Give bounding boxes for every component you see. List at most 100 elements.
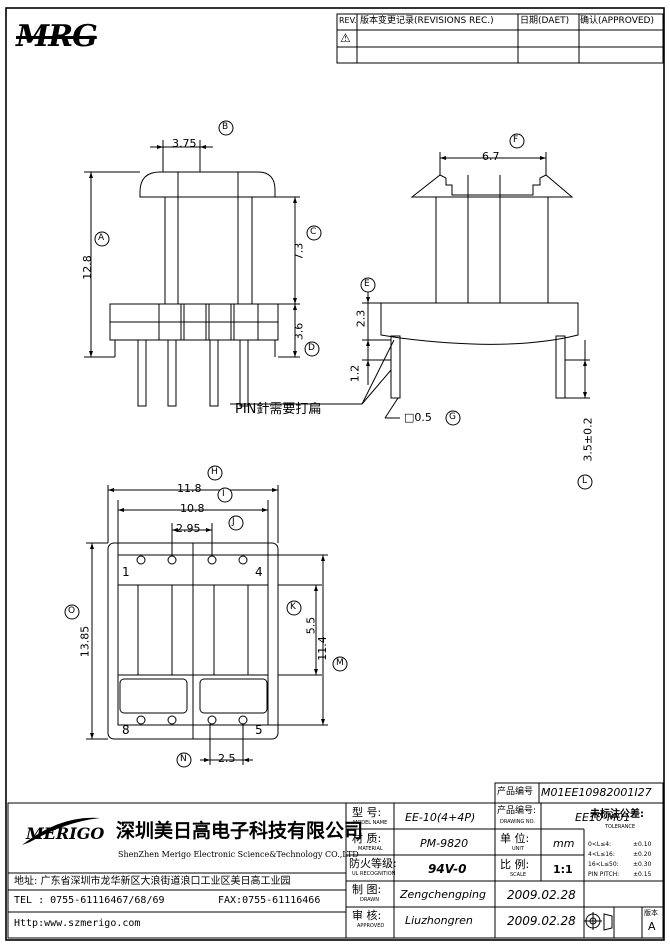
tolerance-label: 未标注公差: [590, 809, 644, 820]
company-name-cn: 深圳美日高电子科技有限公司 [116, 820, 364, 842]
side-view [230, 152, 590, 419]
dim-j-value: 2.95 [176, 522, 201, 535]
tolerance-row-4-range: PIN PITCH: [588, 871, 620, 878]
unit-label-en: UNIT [512, 846, 524, 852]
drawing-no: EE10-M01 [575, 811, 631, 824]
tolerance-row-2-range: 4<L≤16: [588, 851, 615, 858]
unit-label: 单 位: [500, 832, 530, 845]
dim-n-letter: N [180, 754, 187, 764]
dim-g-letter: G [449, 412, 456, 422]
dim-k-value: 5.5 [304, 616, 318, 635]
version-label: 版本 [644, 909, 658, 917]
product-code-label: 产品编号 [497, 787, 534, 797]
approved-label-en: APPROVED [357, 923, 385, 929]
dim-l-letter: L [582, 476, 588, 486]
material-label: 材 质: [352, 832, 382, 845]
scale-value: 1:1 [553, 863, 573, 876]
pin-8-label: 8 [122, 723, 130, 737]
mrg-logo: MRG [16, 19, 98, 54]
title-block-lines [7, 782, 664, 939]
drawn-by: Zengchengping [400, 888, 486, 901]
dim-m-value: 11.4 [315, 636, 329, 661]
revision-record-header: 版本变更记录(REVISIONS REC.) [360, 16, 494, 26]
approved-by: Liuzhongren [405, 914, 473, 927]
tolerance-label-en: TOLERANCE [605, 824, 636, 830]
scale-label-en: SCALE [510, 872, 527, 878]
company-website: Http:www.szmerigo.com [14, 918, 141, 929]
tolerance-row-1-range: 0<L≤4: [588, 841, 612, 848]
dim-a-value: 12.8 [80, 255, 94, 280]
pin-1-label: 1 [122, 565, 130, 579]
company-fax: FAX:0755-61116466 [218, 895, 321, 906]
front-view [84, 140, 300, 407]
company-logo: MERIGO [26, 824, 105, 843]
dim-o-letter: O [68, 606, 76, 616]
material-label-en: MATERIAL [358, 846, 383, 852]
bottom-view-arrows [90, 488, 325, 762]
dim-d-value: 3.6 [292, 322, 306, 341]
tolerance-row-3-range: 16<L≤50: [588, 861, 619, 868]
drawing-no-label: 产品编号: [497, 806, 537, 816]
dim-e-value: 2.3 [354, 309, 368, 328]
dim-g-value: □0.5 [404, 411, 432, 424]
dim-e-letter: E [364, 279, 370, 289]
dim-f-letter: F [513, 135, 519, 145]
tolerance-row-2-value: ±0.20 [633, 851, 652, 858]
rev-header: REV. [339, 16, 357, 25]
tolerance-row-4-value: ±0.15 [633, 871, 652, 878]
approved-label: 审 核: [352, 909, 382, 922]
dim-i-value: 10.8 [180, 502, 205, 515]
dim-j-letter: J [232, 517, 235, 527]
company-name-en: ShenZhen Merigo Electronic Science&Techn… [118, 850, 359, 859]
dim-i-letter: I [222, 489, 225, 499]
dim-b-value: 3.75 [172, 137, 197, 150]
side-view-arrows [366, 156, 587, 398]
product-code: M01EE10982001I27 [541, 786, 652, 799]
drawing-no-label-en: DRAWING NO. [500, 819, 535, 825]
tolerance-row-1-value: ±0.10 [633, 841, 652, 848]
version-value: A [648, 920, 656, 933]
dim-a-letter: A [98, 233, 105, 243]
date-header: 日期(DAET) [520, 16, 570, 26]
dim-l-value: 3.5±0.2 [581, 417, 595, 462]
dim-h-letter: H [211, 467, 218, 477]
revision-table [336, 13, 664, 64]
dim-c-letter: C [310, 227, 317, 237]
sheet-border [5, 7, 665, 941]
scale-label: 比 例: [500, 858, 530, 871]
material-value: PM-9820 [420, 837, 469, 850]
approved-date: 2009.02.28 [507, 914, 576, 928]
rev-warning-icon: ⚠ [340, 31, 351, 45]
drawn-date: 2009.02.28 [507, 888, 576, 902]
company-tel: TEL : 0755-61116467/68/69 [14, 895, 165, 906]
front-view-arrows [89, 145, 297, 357]
tolerance-row-3-value: ±0.30 [633, 861, 652, 868]
dim-b-letter: B [222, 122, 229, 132]
dim-o-value: 13.85 [78, 625, 92, 658]
ul-label-en: UL RECOGNITION [352, 871, 396, 877]
dim-e2-value: 1.2 [348, 364, 362, 383]
pin-4-label: 4 [255, 565, 263, 579]
drawn-label: 制 图: [352, 883, 382, 896]
model-label-en: MODEL NAME [353, 820, 388, 826]
dim-n-value: 2.5 [218, 752, 236, 765]
bottom-view [86, 485, 328, 765]
model-label: 型 号: [352, 806, 382, 819]
dim-d-letter: D [308, 343, 315, 353]
drawn-label-en: DRAWN [360, 897, 379, 903]
dim-k-letter: K [290, 602, 296, 612]
pin-5-label: 5 [255, 723, 263, 737]
dim-h-value: 11.8 [177, 482, 202, 495]
dimension-letter-circles [64, 120, 593, 768]
dim-m-letter: M [336, 658, 344, 668]
unit-value: mm [553, 837, 575, 850]
projection-symbol-icon [584, 912, 613, 931]
approved-header: 确认(APPROVED) [580, 16, 654, 26]
ul-label: 防火等级: [349, 857, 397, 870]
model-value: EE-10(4+4P) [405, 811, 476, 824]
merigo-logo-swoosh [22, 817, 100, 845]
company-address: 地址: 广东省深圳市龙华新区大浪街道浪口工业区美日高工业园 [14, 876, 291, 887]
dim-c-value: 7.3 [292, 242, 306, 261]
ul-value: 94V-0 [428, 862, 467, 876]
